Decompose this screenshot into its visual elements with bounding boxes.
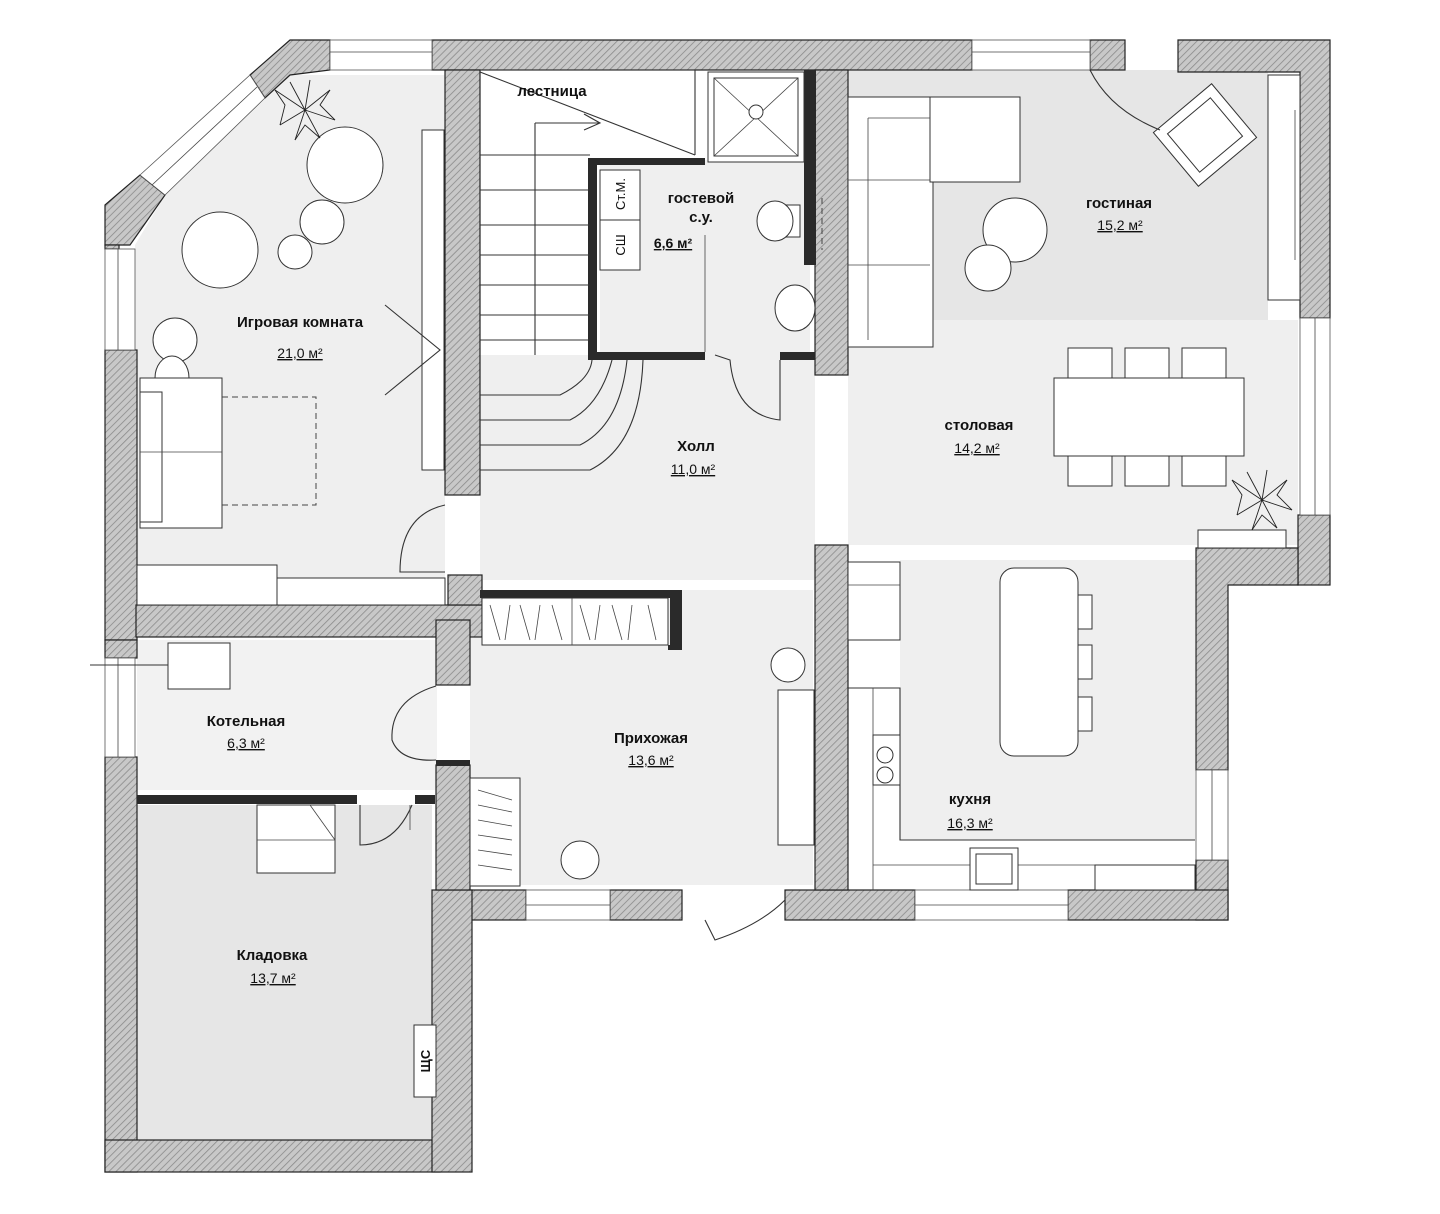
panel-label: ЩС [418, 1049, 433, 1072]
room-name-boiler: Котельная [207, 713, 286, 730]
living-furniture [847, 69, 1301, 348]
dryer-label: СШ [613, 234, 628, 255]
room-name-guest-wc-line2: с.у. [689, 209, 713, 226]
room-area-living: 15,2 м² [1097, 217, 1143, 233]
staircase [479, 69, 696, 471]
washer-label: Ст.М. [613, 178, 628, 210]
room-area-storage: 13,7 м² [250, 970, 296, 986]
room-area-entrance: 13,6 м² [628, 752, 674, 768]
dining-furniture [1053, 347, 1287, 549]
room-area-boiler: 6,3 м² [227, 735, 265, 751]
room-name-stairs: лестница [517, 83, 587, 100]
room-name-living: гостиная [1086, 195, 1152, 212]
room-name-guest-wc-line1: гостевой [668, 190, 734, 207]
game-room-furniture [136, 126, 446, 606]
plant-icon [274, 79, 1293, 531]
room-name-storage: Кладовка [237, 947, 308, 964]
room-area-game-room: 21,0 м² [277, 345, 323, 361]
room-name-kitchen: кухня [949, 791, 991, 808]
wc-fixtures [599, 71, 823, 352]
entrance-furniture [469, 597, 815, 941]
room-name-dining: столовая [945, 417, 1014, 434]
partitions [137, 70, 816, 804]
room-name-hall: Холл [677, 438, 715, 455]
room-area-dining: 14,2 м² [954, 440, 1000, 456]
room-name-entrance: Прихожая [614, 730, 688, 747]
doors [391, 354, 781, 761]
windows [104, 39, 1331, 921]
room-area-guest-wc: 6,6 м² [654, 235, 693, 251]
room-area-kitchen: 16,3 м² [947, 815, 993, 831]
boiler-storage-furniture [90, 642, 437, 1098]
room-name-game-room: Игровая комната [237, 314, 364, 331]
room-labels: Игровая комната 21,0 м² лестница гостево… [207, 83, 1152, 1072]
kitchen-furniture [847, 561, 1196, 891]
walls [104, 39, 1331, 1173]
room-area-hall: 11,0 м² [671, 461, 716, 477]
